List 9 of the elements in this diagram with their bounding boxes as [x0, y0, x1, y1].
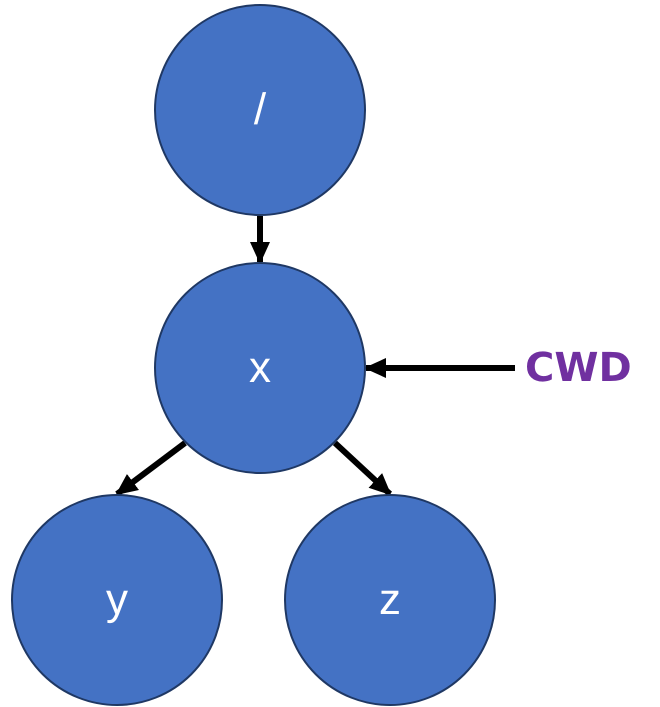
node-label: z — [379, 578, 401, 622]
pointer-label: CWD — [525, 348, 632, 388]
arrow — [332, 440, 392, 496]
node-label: y — [106, 578, 128, 622]
node-label: x — [249, 346, 271, 390]
node-label: / — [254, 88, 266, 132]
arrow — [250, 216, 270, 264]
arrow — [115, 440, 187, 496]
arrow — [364, 358, 515, 378]
